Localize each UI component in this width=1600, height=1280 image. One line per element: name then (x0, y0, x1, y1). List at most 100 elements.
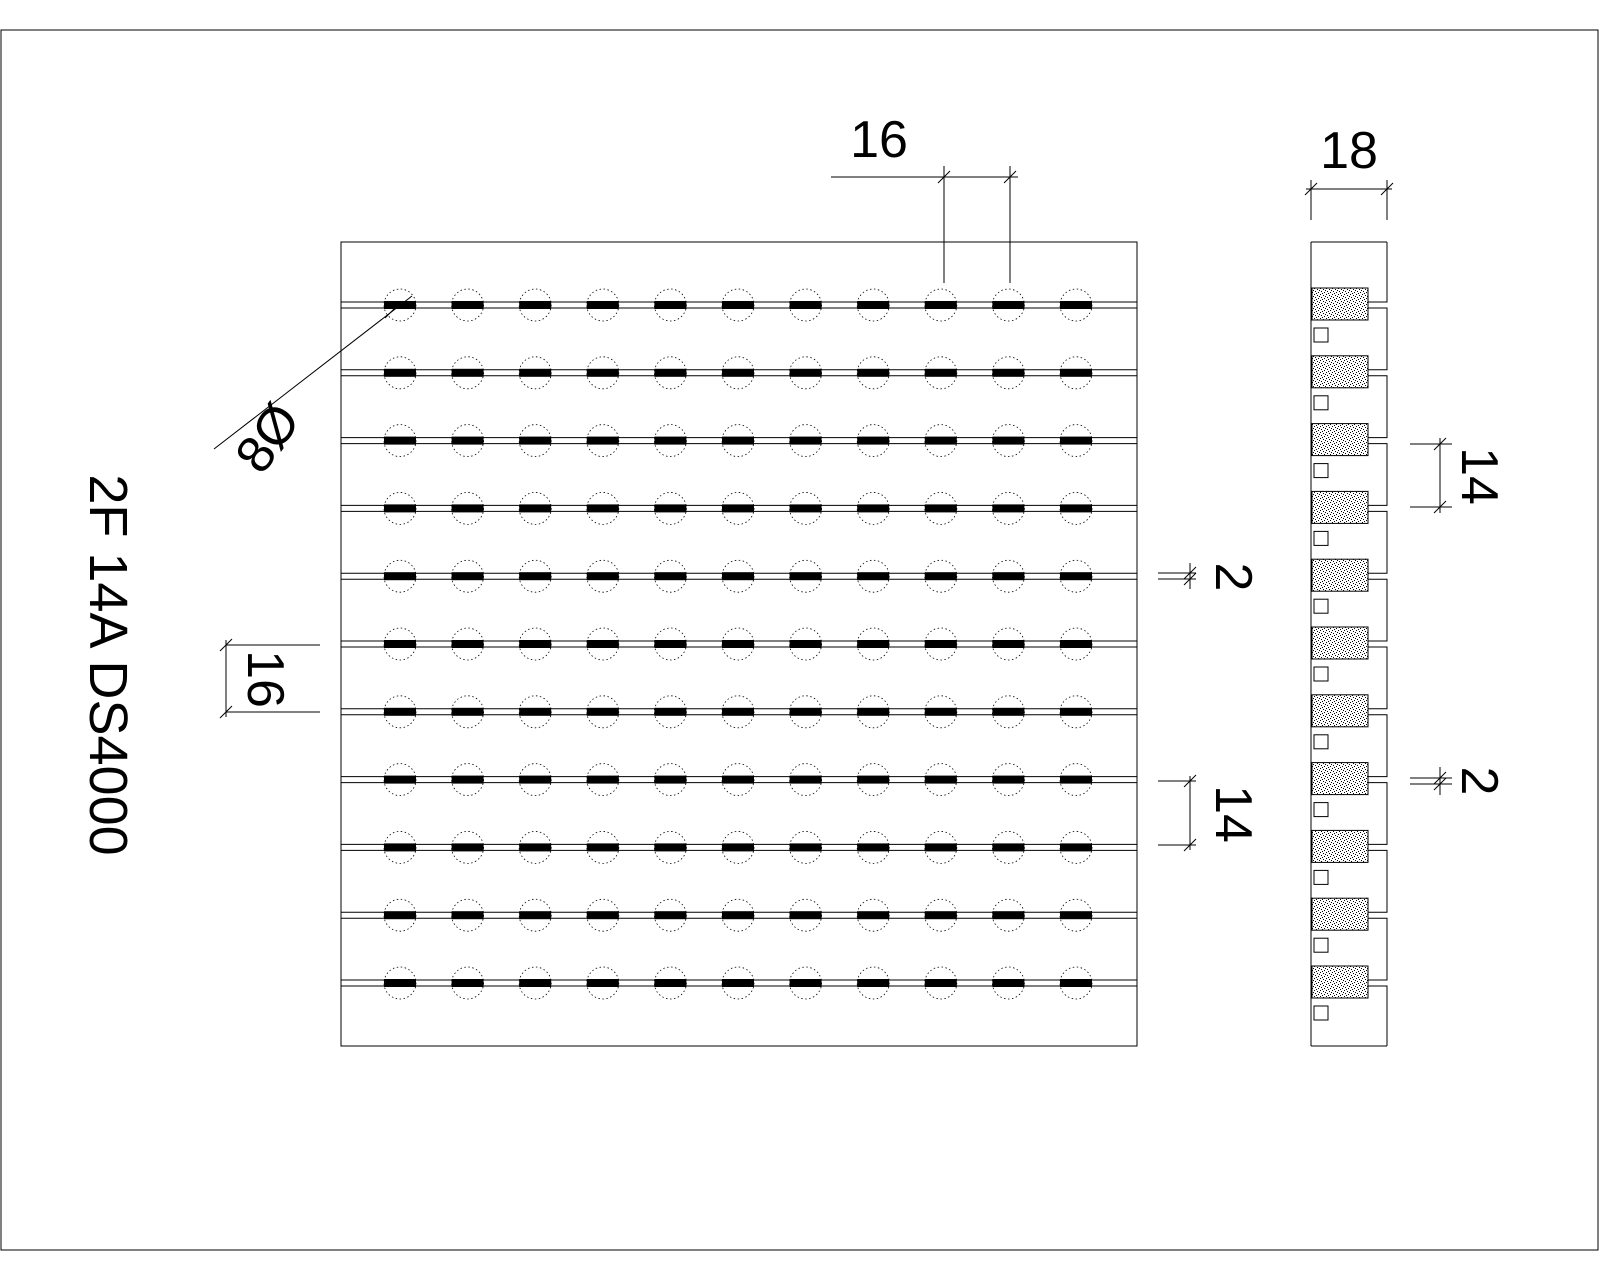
dim-side-gap-value: 2 (1450, 767, 1508, 796)
slot-bar (586, 707, 619, 716)
slot-bar (789, 707, 822, 716)
slot-bar (924, 301, 957, 309)
slot-bar (586, 504, 619, 513)
slot-bar (992, 775, 1025, 784)
side-right-edge (1367, 242, 1388, 1046)
slot-bar (1060, 707, 1092, 716)
slot-bar (654, 504, 687, 513)
drawing-frame (0, 29, 1599, 1251)
slot-bar (1060, 775, 1092, 784)
slot-bar (384, 775, 416, 784)
slot-bar (722, 301, 754, 309)
side-block-hatched (1311, 558, 1369, 592)
slot-bar (1060, 368, 1092, 377)
dim-side-thickness: 18 (1304, 122, 1394, 220)
slot-bar (992, 640, 1025, 648)
slot-bar (924, 436, 957, 445)
slot-bar (586, 436, 619, 445)
slot-bar (789, 436, 822, 445)
side-block-hatched (1311, 355, 1369, 389)
slot-bar (451, 640, 484, 648)
slot-bar (384, 979, 416, 987)
slot-bar (586, 572, 619, 581)
slot-bar (789, 843, 822, 852)
slot-bar (519, 911, 552, 920)
side-small-notch (1313, 802, 1329, 818)
slot-bar (722, 843, 754, 852)
plate-rows (341, 288, 1137, 1000)
slot-bar (857, 843, 890, 852)
slot-bar (586, 843, 619, 852)
slot-bar (789, 979, 822, 987)
slot-bar (857, 707, 890, 716)
slot-bar (992, 707, 1025, 716)
slot-bar (857, 436, 890, 445)
slot-bar (924, 504, 957, 513)
slot-bar (654, 640, 687, 648)
slot-bar (857, 640, 890, 648)
slot-bar (586, 368, 619, 377)
slot-bar (1060, 640, 1092, 648)
slot-bar (924, 707, 957, 716)
side-small-notch (1313, 395, 1329, 411)
slot-bar (654, 843, 687, 852)
main-plate-outline (340, 241, 1138, 1047)
slot-bar (722, 572, 754, 581)
slot-bar (451, 301, 484, 309)
dim-slot-width-main: 14 (1158, 774, 1262, 852)
slot-bar (722, 640, 754, 648)
slot-bar (451, 775, 484, 784)
slot-bar (654, 775, 687, 784)
slot-bar (1060, 911, 1092, 920)
slot-bar (384, 572, 416, 581)
hole-outline (451, 491, 485, 525)
slot-bar (992, 368, 1025, 377)
slot-bar (789, 911, 822, 920)
slot-bar (519, 640, 552, 648)
slot-bar (586, 775, 619, 784)
slot-bar (451, 911, 484, 920)
slot-bar (519, 504, 552, 513)
slot-bar (384, 911, 416, 920)
slot-bar (722, 368, 754, 377)
side-small-notch (1313, 327, 1329, 343)
slot-bar (451, 436, 484, 445)
hole-outline (383, 491, 417, 525)
slot-bar (992, 572, 1025, 581)
hole-outline (518, 491, 552, 525)
slot-bar (857, 572, 890, 581)
slot-bar (1060, 436, 1092, 445)
slot-bar (857, 911, 890, 920)
slot-bar (1060, 843, 1092, 852)
slot-bar (992, 843, 1025, 852)
dim-slot-gap-main: 2 (1158, 563, 1262, 592)
dim-slot-gap-main-value: 2 (1204, 563, 1262, 592)
slot-bar (722, 979, 754, 987)
slot-bar (722, 911, 754, 920)
slot-bar (519, 707, 552, 716)
slot-bar (519, 572, 552, 581)
slot-bar (722, 504, 754, 513)
slot-bar (586, 301, 619, 309)
slot-bar (924, 640, 957, 648)
slot-bar (992, 301, 1025, 309)
side-block-hatched (1311, 490, 1369, 524)
slot-bar (384, 368, 416, 377)
slot-bar (1060, 979, 1092, 987)
slot-bar (654, 301, 687, 309)
slot-bar (992, 979, 1025, 987)
slot-bar (451, 843, 484, 852)
slot-bar (654, 707, 687, 716)
dim-slot-width-main-value: 14 (1204, 785, 1262, 843)
side-view-blocks (1311, 287, 1369, 1021)
slot-bar (451, 979, 484, 987)
slot-bar (451, 707, 484, 716)
slot-bar (789, 368, 822, 377)
slot-bar (924, 775, 957, 784)
main-plate (340, 241, 1138, 1047)
slot-bar (519, 301, 552, 309)
hole-outline (924, 491, 958, 525)
side-block-hatched (1311, 694, 1369, 728)
slot-bar (857, 368, 890, 377)
